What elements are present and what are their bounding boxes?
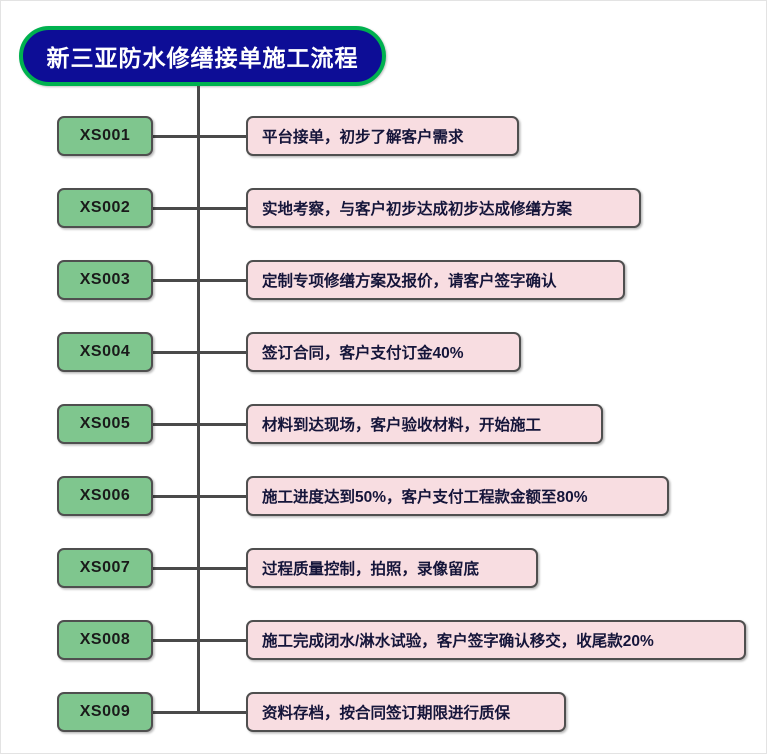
step-code-box[interactable]: XS006 bbox=[57, 476, 153, 516]
connector-code-to-trunk bbox=[153, 134, 200, 138]
step-description-label: 材料到达现场，客户验收材料，开始施工 bbox=[262, 417, 542, 434]
connector-trunk-to-description bbox=[197, 638, 246, 642]
step-code-label: XS002 bbox=[79, 199, 131, 216]
step-code-label: XS009 bbox=[79, 703, 131, 720]
step-code-label: XS003 bbox=[79, 271, 131, 288]
flowchart-title-box: 新三亚防水修缮接单施工流程 bbox=[19, 26, 386, 86]
step-description-label: 资料存档，按合同签订期限进行质保 bbox=[262, 705, 511, 722]
step-code-box[interactable]: XS008 bbox=[57, 620, 153, 660]
step-code-box[interactable]: XS001 bbox=[57, 116, 153, 156]
step-description-label: 定制专项修缮方案及报价，请客户签字确认 bbox=[262, 273, 557, 290]
step-description-box[interactable]: 资料存档，按合同签订期限进行质保 bbox=[246, 692, 566, 732]
step-code-label: XS008 bbox=[79, 631, 131, 648]
step-code-label: XS005 bbox=[79, 415, 131, 432]
connector-trunk-to-description bbox=[197, 134, 246, 138]
step-description-label: 过程质量控制，拍照，录像留底 bbox=[262, 561, 480, 578]
connector-code-to-trunk bbox=[153, 422, 200, 426]
connector-code-to-trunk bbox=[153, 278, 200, 282]
connector-trunk-to-description bbox=[197, 350, 246, 354]
connector-code-to-trunk bbox=[153, 350, 200, 354]
connector-trunk-to-description bbox=[197, 710, 246, 714]
step-code-label: XS006 bbox=[79, 487, 131, 504]
connector-code-to-trunk bbox=[153, 494, 200, 498]
connector-code-to-trunk bbox=[153, 206, 200, 210]
step-code-label: XS004 bbox=[79, 343, 131, 360]
connector-code-to-trunk bbox=[153, 638, 200, 642]
step-description-box[interactable]: 施工进度达到50%，客户支付工程款金额至80% bbox=[246, 476, 669, 516]
connector-trunk-to-description bbox=[197, 206, 246, 210]
connector-trunk-to-description bbox=[197, 422, 246, 426]
connector-trunk-to-description bbox=[197, 278, 246, 282]
connector-code-to-trunk bbox=[153, 566, 200, 570]
step-code-box[interactable]: XS004 bbox=[57, 332, 153, 372]
step-code-label: XS007 bbox=[79, 559, 131, 576]
step-code-label: XS001 bbox=[79, 127, 131, 144]
page-title: 新三亚防水修缮接单施工流程 bbox=[46, 45, 359, 71]
step-description-box[interactable]: 过程质量控制，拍照，录像留底 bbox=[246, 548, 538, 588]
step-description-label: 实地考察，与客户初步达成初步达成修缮方案 bbox=[262, 201, 573, 218]
step-description-box[interactable]: 签订合同，客户支付订金40% bbox=[246, 332, 521, 372]
step-description-label: 签订合同，客户支付订金40% bbox=[262, 345, 464, 362]
step-description-box[interactable]: 施工完成闭水/淋水试验，客户签字确认移交，收尾款20% bbox=[246, 620, 746, 660]
step-description-box[interactable]: 材料到达现场，客户验收材料，开始施工 bbox=[246, 404, 603, 444]
step-code-box[interactable]: XS009 bbox=[57, 692, 153, 732]
step-description-label: 施工进度达到50%，客户支付工程款金额至80% bbox=[262, 489, 588, 506]
step-code-box[interactable]: XS007 bbox=[57, 548, 153, 588]
step-description-label: 平台接单，初步了解客户需求 bbox=[262, 129, 464, 146]
connector-trunk-to-description bbox=[197, 494, 246, 498]
step-description-box[interactable]: 定制专项修缮方案及报价，请客户签字确认 bbox=[246, 260, 625, 300]
step-code-box[interactable]: XS002 bbox=[57, 188, 153, 228]
step-code-box[interactable]: XS005 bbox=[57, 404, 153, 444]
step-description-label: 施工完成闭水/淋水试验，客户签字确认移交，收尾款20% bbox=[262, 633, 654, 650]
trunk-connector-line bbox=[197, 86, 200, 714]
connector-code-to-trunk bbox=[153, 710, 200, 714]
step-description-box[interactable]: 实地考察，与客户初步达成初步达成修缮方案 bbox=[246, 188, 641, 228]
connector-trunk-to-description bbox=[197, 566, 246, 570]
step-code-box[interactable]: XS003 bbox=[57, 260, 153, 300]
step-description-box[interactable]: 平台接单，初步了解客户需求 bbox=[246, 116, 519, 156]
